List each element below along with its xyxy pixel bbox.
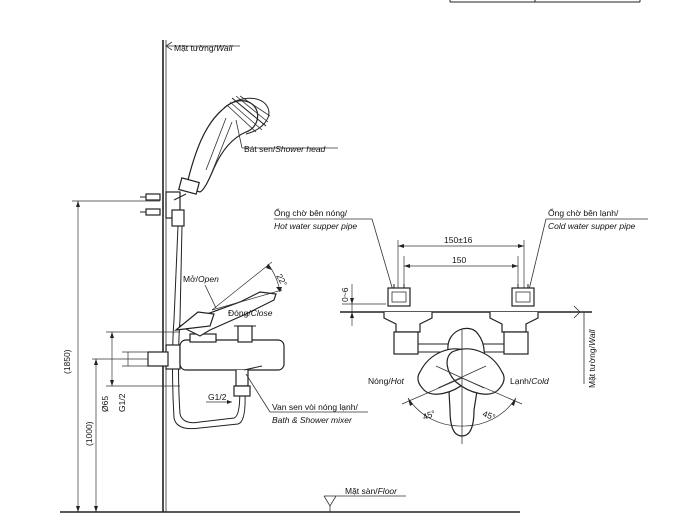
hot-pipe-en: Hot water supper pipe: [274, 221, 357, 231]
hot-en: Hot: [391, 376, 405, 386]
thread-bottom-text: G1/2: [208, 392, 227, 402]
wall-side-en: Wall: [587, 329, 597, 346]
svg-text:Mặt tường/Wall: Mặt tường/Wall: [174, 43, 233, 53]
thread-left-text: G1/2: [117, 393, 127, 412]
svg-text:Nóng/Hot: Nóng/Hot: [368, 376, 405, 386]
open-label: Mở/Open: [183, 274, 219, 309]
mixer-top-view: [417, 327, 505, 444]
wall-top-en: Wall: [216, 43, 233, 53]
floor-vi: Mặt sàn/: [345, 486, 378, 496]
close-label: Đóng/Close: [228, 308, 273, 318]
spacing-dim: 150: [403, 255, 519, 292]
depth-range-text: 0~6: [340, 287, 350, 302]
open-en: Open: [198, 274, 219, 284]
mixer-body: [147, 291, 285, 397]
wall-top-label: Mặt tường/Wall: [165, 41, 240, 53]
angle-arcs: 45° 45°: [401, 377, 523, 427]
cold-pipe-fitting: [489, 284, 539, 355]
height-total-dim: (1850): [62, 200, 160, 512]
diameter-text: Ø65: [100, 396, 110, 412]
angle-left-text: 45°: [421, 408, 437, 422]
cold-vi: Lạnh/: [510, 376, 532, 386]
hot-vi: Nóng/: [368, 376, 391, 386]
wall-top-vi: Mặt tường/: [174, 43, 217, 53]
spacing-text: 150: [452, 255, 466, 265]
svg-text:Mở/Open: Mở/Open: [183, 274, 219, 284]
svg-text:Đóng/Close: Đóng/Close: [228, 308, 273, 318]
shower-head-en: Shower head: [275, 144, 325, 154]
svg-text:Mặt sàn/Floor: Mặt sàn/Floor: [345, 486, 398, 496]
mixer-en: Bath & Shower mixer: [272, 415, 353, 425]
hot-pipe-label: Ống chờ bên nóng/ Hot water supper pipe: [274, 207, 395, 295]
floor-line: Mặt sàn/Floor: [60, 486, 520, 513]
cold-label: Lạnh/Cold: [510, 376, 549, 386]
thread-left-dim: G1/2: [117, 351, 148, 412]
diameter-dim: Ø65: [100, 331, 180, 412]
hot-pipe-vi: Ống chờ bên nóng/: [274, 207, 348, 218]
height-mixer-text: (1000): [84, 421, 94, 446]
handle-angle-text: 22°: [274, 272, 289, 288]
shower-head-vi: Bát sen/: [244, 144, 276, 154]
svg-text:Bát sen/Shower head: Bát sen/Shower head: [244, 144, 326, 154]
shower-head: [178, 95, 271, 195]
spacing-tolerance-dim: 150±16: [397, 235, 525, 292]
spacing-tolerance-text: 150±16: [444, 235, 473, 245]
cold-en: Cold: [531, 376, 549, 386]
mixer-label: Van sen vòi nóng lạnh/ Bath & Shower mix…: [245, 373, 368, 425]
close-vi: Đóng/: [228, 308, 251, 318]
svg-text:Lạnh/Cold: Lạnh/Cold: [510, 376, 549, 386]
shower-head-label: Bát sen/Shower head: [235, 119, 338, 154]
close-en: Close: [251, 308, 273, 318]
wall-line: [162, 40, 167, 512]
cold-pipe-en: Cold water supper pipe: [548, 221, 636, 231]
depth-range-dim: 0~6: [340, 284, 386, 326]
wall-side-vi: Mặt tường/: [587, 345, 597, 388]
svg-text:Mặt tường/Wall: Mặt tường/Wall: [587, 329, 597, 388]
cold-pipe-vi: Ống chờ bên lạnh/: [548, 207, 619, 218]
height-total-text: (1850): [62, 349, 72, 374]
hot-label: Nóng/Hot: [368, 376, 405, 386]
hot-pipe-fitting: [383, 284, 433, 355]
floor-en: Floor: [378, 486, 399, 496]
wall-line-right: Mặt tường/Wall: [340, 305, 597, 388]
open-vi: Mở/: [183, 274, 199, 284]
title-block-fragment: [449, 0, 641, 3]
cold-pipe-label: Ống chờ bên lạnh/ Cold water supper pipe: [527, 207, 648, 295]
height-mixer-dim: (1000): [84, 358, 148, 512]
wall-bracket: [140, 191, 187, 227]
angle-right-text: 45°: [481, 408, 497, 422]
handle-angle-dim: 22°: [211, 261, 289, 311]
thread-bottom-dim: G1/2: [206, 392, 232, 404]
mixer-vi: Van sen vòi nóng lạnh/: [272, 402, 358, 412]
